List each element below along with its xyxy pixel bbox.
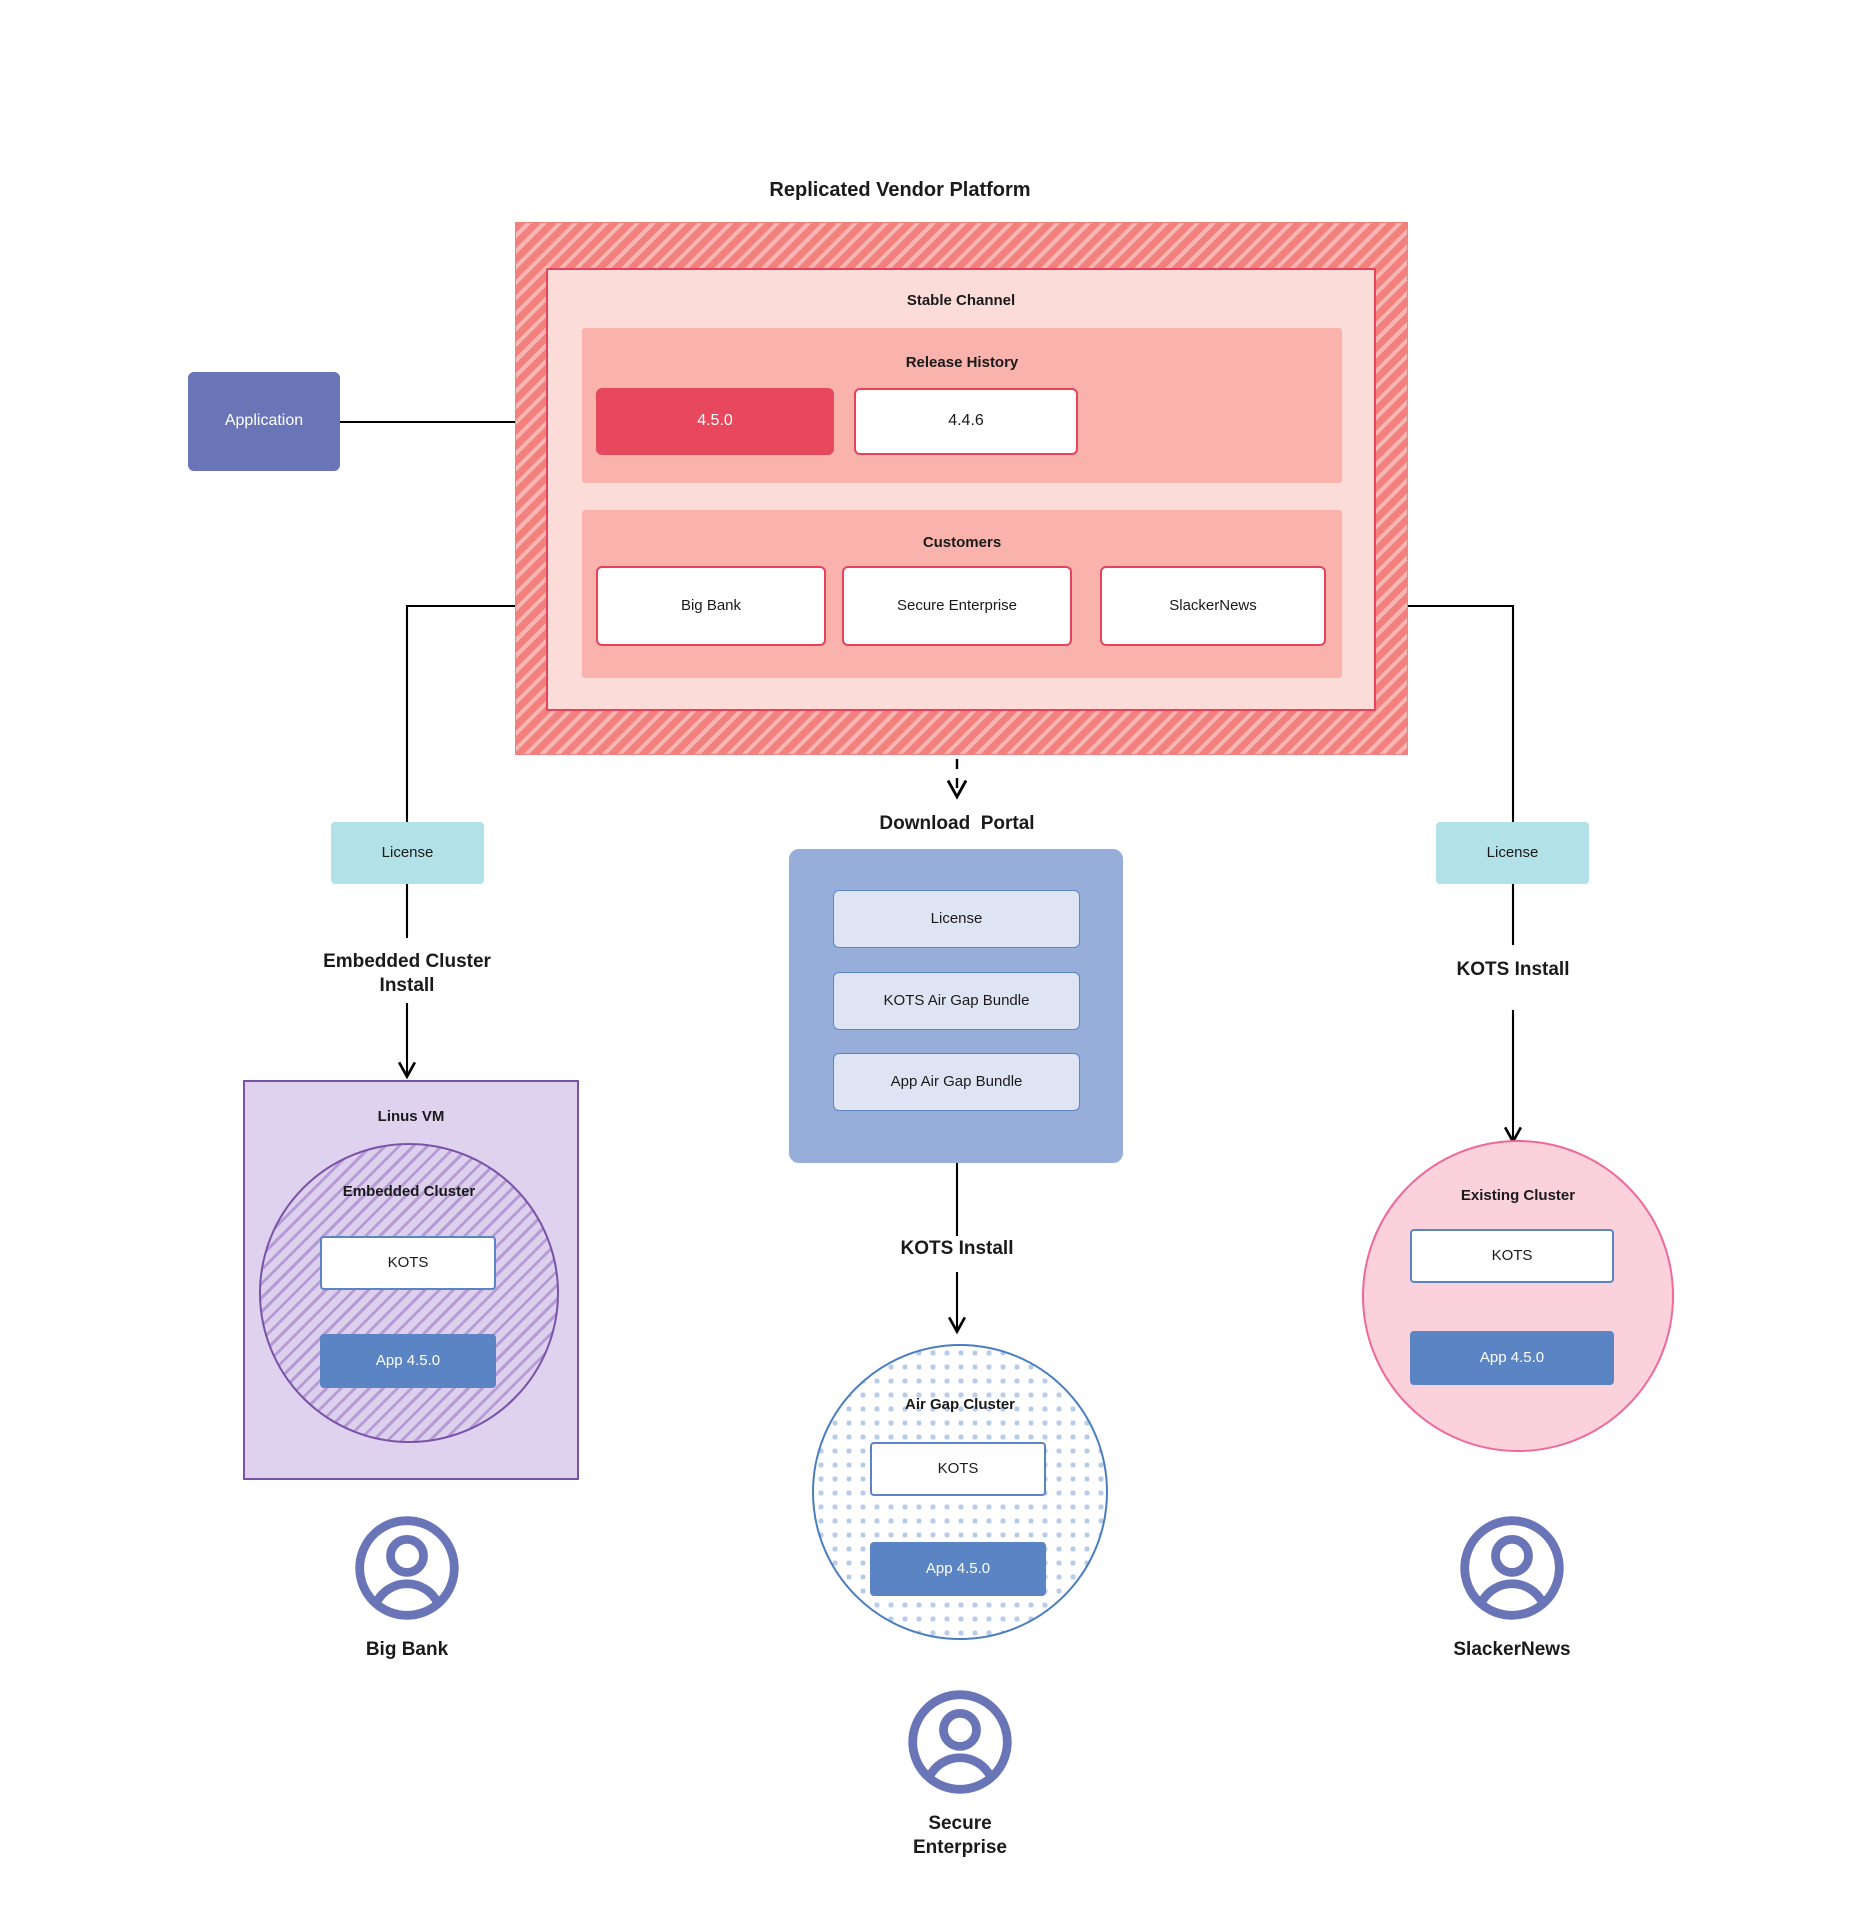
embedded-cluster-title: Embedded Cluster <box>342 1183 476 1200</box>
existing-cluster-circle <box>1362 1140 1674 1452</box>
linus-vm-title: Linus VM <box>377 1108 445 1125</box>
release-history-title: Release History <box>905 354 1019 371</box>
portal-item-license[interactable]: License <box>833 890 1080 948</box>
application-node[interactable]: Application <box>188 372 340 471</box>
license-chip-right[interactable]: License <box>1436 822 1589 884</box>
avatar-big-bank <box>352 1513 462 1623</box>
install-label-center: KOTS Install <box>900 1238 1014 1259</box>
existing-cluster-app-chip[interactable]: App 4.5.0 <box>1410 1331 1614 1385</box>
air-gap-cluster-title: Air Gap Cluster <box>904 1396 1016 1413</box>
existing-cluster-kots-chip[interactable]: KOTS <box>1410 1229 1614 1283</box>
release-box-previous[interactable]: 4.4.6 <box>854 388 1078 455</box>
customer-box-secure-enterprise[interactable]: Secure Enterprise <box>842 566 1072 646</box>
embedded-cluster-kots-chip[interactable]: KOTS <box>320 1236 496 1290</box>
download-portal-title: Download Portal <box>879 813 1035 834</box>
end-user-label-big-bank: Big Bank <box>365 1639 449 1660</box>
install-label-left: Embedded Cluster Install <box>323 951 491 997</box>
customer-box-slackernews[interactable]: SlackerNews <box>1100 566 1326 646</box>
customers-title: Customers <box>922 534 1002 551</box>
air-gap-cluster-app-chip[interactable]: App 4.5.0 <box>870 1542 1046 1596</box>
user-avatar-icon <box>1460 1516 1564 1620</box>
end-user-label-secure-enterprise: Secure Enterprise <box>913 1813 1007 1859</box>
avatar-secure-enterprise <box>905 1687 1015 1797</box>
portal-item-kots-air-gap-bundle[interactable]: KOTS Air Gap Bundle <box>833 972 1080 1030</box>
release-box-current[interactable]: 4.5.0 <box>596 388 834 455</box>
customer-box-big-bank[interactable]: Big Bank <box>596 566 826 646</box>
stable-channel-title: Stable Channel <box>906 292 1016 309</box>
portal-item-app-air-gap-bundle[interactable]: App Air Gap Bundle <box>833 1053 1080 1111</box>
existing-cluster-title: Existing Cluster <box>1460 1187 1576 1204</box>
air-gap-cluster-kots-chip[interactable]: KOTS <box>870 1442 1046 1496</box>
embedded-cluster-circle <box>259 1143 559 1443</box>
install-label-right: KOTS Install <box>1456 959 1570 980</box>
user-avatar-icon <box>355 1516 459 1620</box>
license-chip-left[interactable]: License <box>331 822 484 884</box>
user-avatar-icon <box>908 1690 1012 1794</box>
avatar-slackernews <box>1457 1513 1567 1623</box>
platform-title: Replicated Vendor Platform <box>769 179 1031 201</box>
embedded-cluster-app-chip[interactable]: App 4.5.0 <box>320 1334 496 1388</box>
end-user-label-slackernews: SlackerNews <box>1453 1639 1571 1660</box>
